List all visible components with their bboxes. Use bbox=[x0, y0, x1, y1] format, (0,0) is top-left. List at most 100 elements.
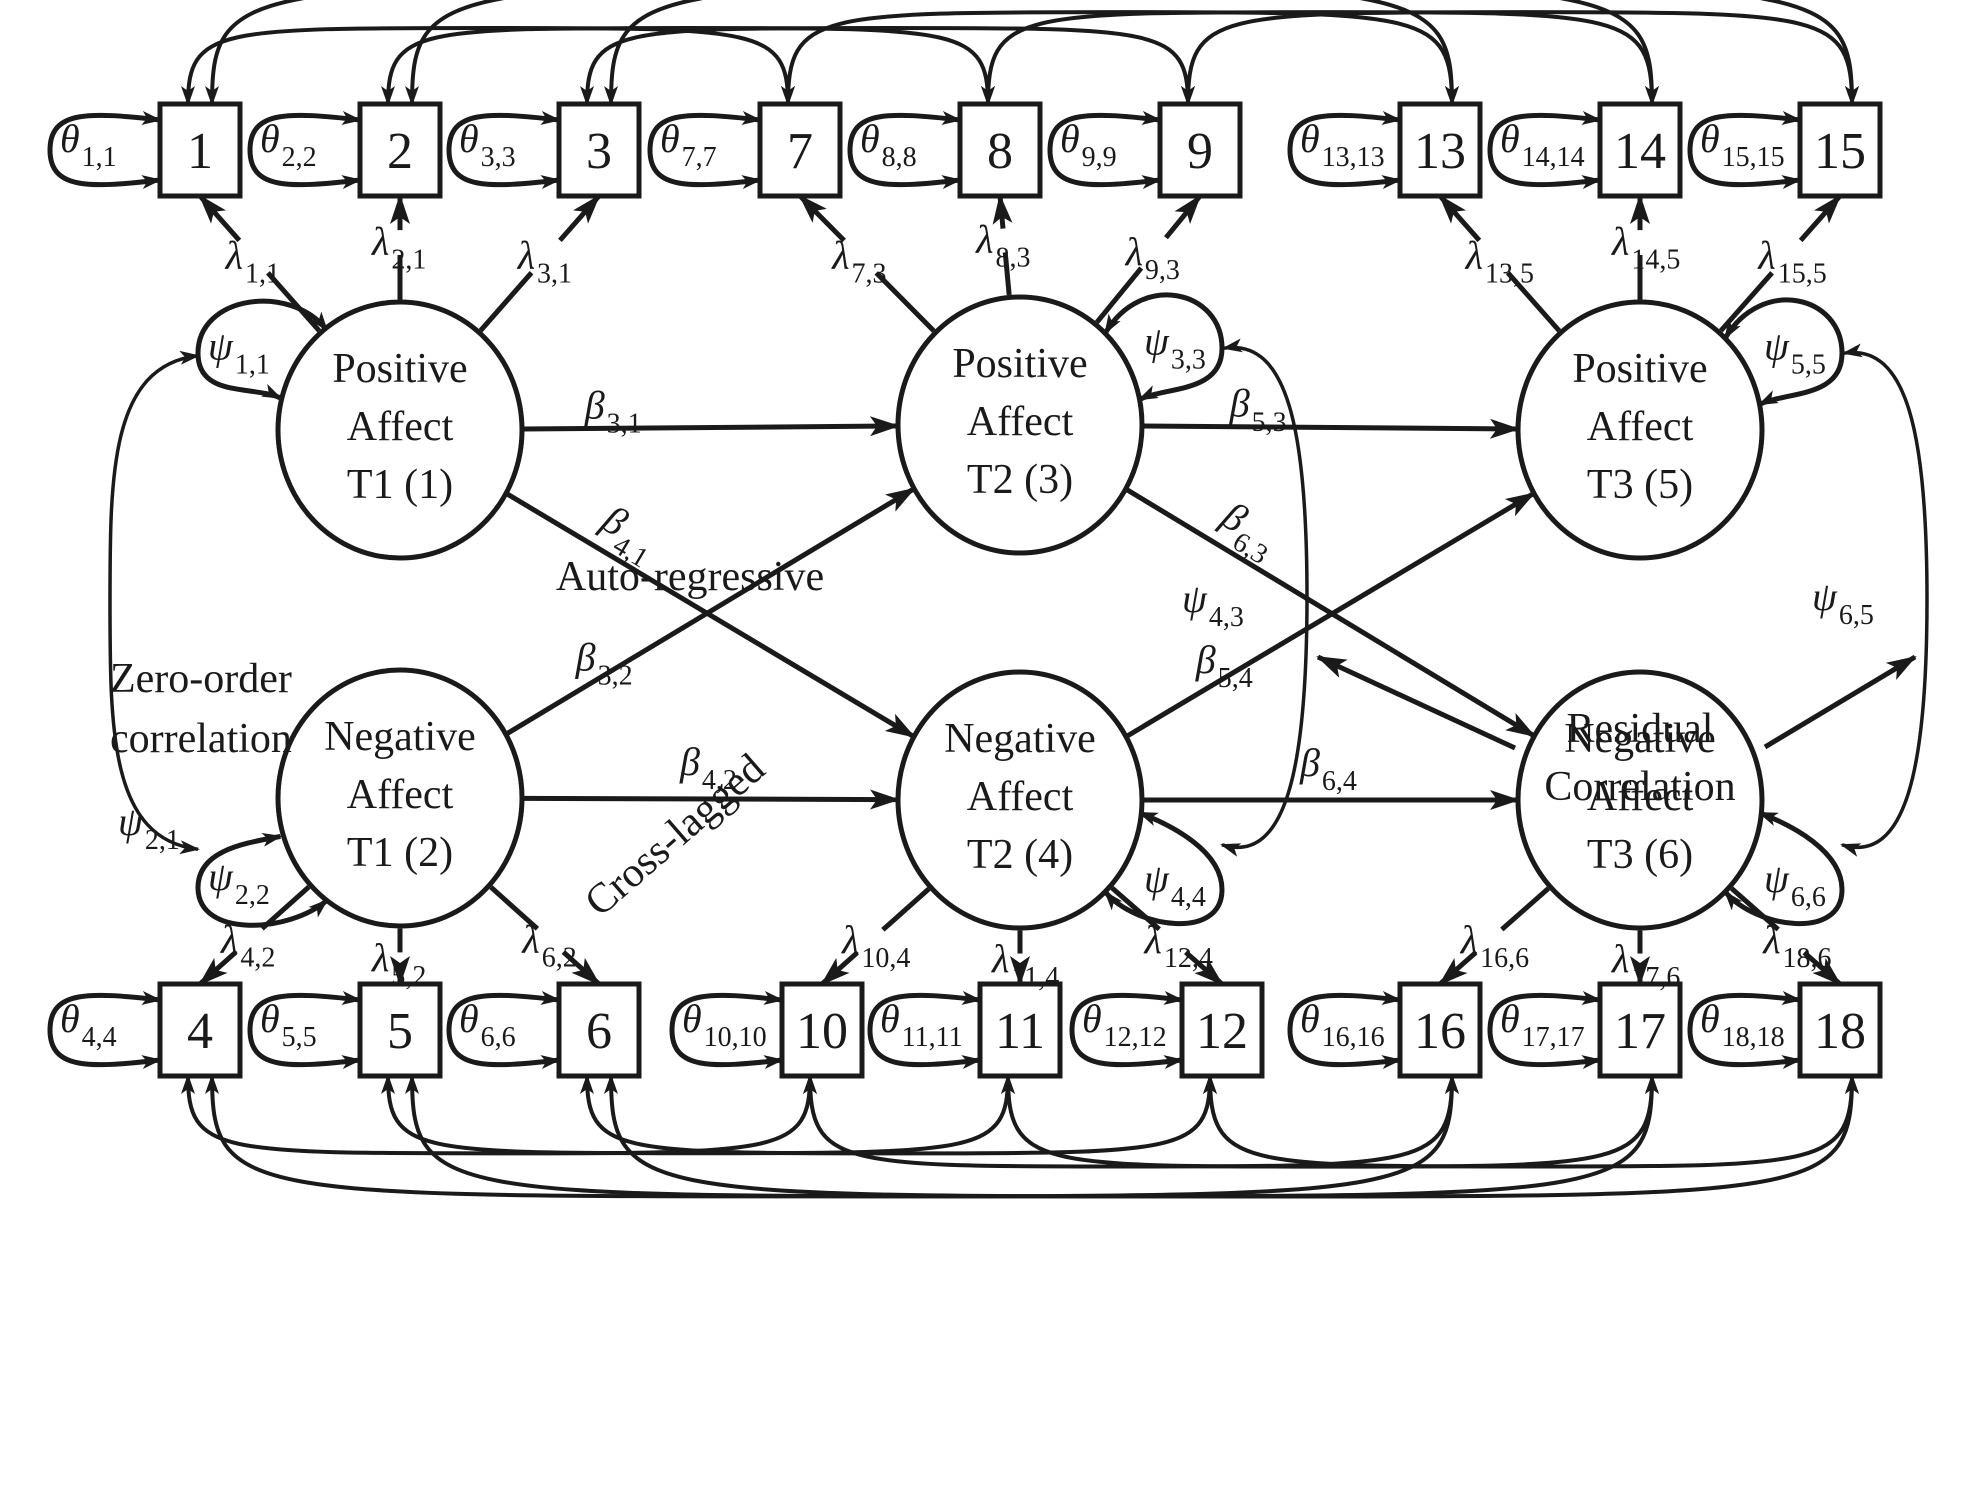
theta-label-1-subscript: 1,1 bbox=[82, 142, 117, 173]
beta-label-4-2-subscript: 4,2 bbox=[702, 765, 737, 796]
loading-line bbox=[874, 271, 936, 333]
beta-label-5-3-subscript: 5,3 bbox=[1251, 407, 1286, 438]
lambda-label-11-subscript: 11,4 bbox=[1011, 962, 1059, 993]
latent-label-line: T3 (6) bbox=[1587, 832, 1693, 878]
loading-arrow bbox=[992, 194, 1013, 229]
psi-label-1-1: ψ1,1 bbox=[208, 324, 270, 381]
theta-variance-loop bbox=[47, 991, 162, 1069]
theta-label-9-symbol: θ bbox=[1060, 116, 1080, 161]
latent-label-line: T2 (3) bbox=[967, 457, 1073, 503]
residual-correlation-label-line1: Residual bbox=[1567, 706, 1714, 752]
loading-arrow bbox=[798, 194, 846, 243]
theta-label-2-subscript: 2,2 bbox=[282, 142, 317, 173]
latent-label-line: Affect bbox=[347, 772, 454, 818]
theta-label-1: θ1,1 bbox=[60, 116, 117, 173]
lambda-label-2-subscript: 2,1 bbox=[391, 245, 426, 276]
latent-circle bbox=[275, 299, 525, 561]
theta-label-8-symbol: θ bbox=[860, 116, 880, 161]
theta-label-8-subscript: 8,8 bbox=[882, 142, 917, 173]
lambda-label-9: λ9,3 bbox=[1125, 229, 1180, 286]
indicator-label: 7 bbox=[787, 123, 813, 180]
indicator-box-4: 4 bbox=[157, 981, 243, 1079]
lambda-label-18-symbol: λ bbox=[1762, 917, 1780, 962]
theta-label-14: θ14,14 bbox=[1500, 116, 1585, 173]
theta-label-6-symbol: θ bbox=[459, 996, 479, 1041]
lambda-label-16-symbol: λ bbox=[1460, 917, 1478, 962]
indicator-rect bbox=[1797, 981, 1883, 1079]
theta-variance-loop bbox=[847, 111, 962, 189]
beta-label-5-3: β5,3 bbox=[1229, 381, 1287, 438]
indicator-box-16: 16 bbox=[1397, 981, 1483, 1079]
theta-label-5-subscript: 5,5 bbox=[282, 1022, 317, 1053]
theta-label-4-subscript: 4,4 bbox=[82, 1022, 117, 1053]
loading-arrow bbox=[1798, 194, 1842, 243]
theta-label-16: θ16,16 bbox=[1300, 996, 1385, 1053]
latent-circle bbox=[895, 669, 1145, 931]
beta-label-3-2-subscript: 3,2 bbox=[598, 660, 633, 691]
latent-label-line: Positive bbox=[952, 341, 1087, 387]
residual-pointer-left-arrow bbox=[1316, 654, 1517, 751]
indicator-rect bbox=[1597, 981, 1683, 1079]
cross-lagged-label: Cross-lagged bbox=[576, 745, 773, 925]
beta-label-6-4: β6,4 bbox=[1299, 740, 1357, 797]
lambda-label-15-symbol: λ bbox=[1757, 233, 1775, 278]
theta-label-12-subscript: 12,12 bbox=[1104, 1022, 1167, 1053]
lambda-label-5: λ5,2 bbox=[371, 935, 426, 992]
lambda-label-6-symbol: λ bbox=[521, 916, 539, 961]
psi-label-6-5-symbol: ψ bbox=[1812, 574, 1838, 619]
theta-label-16-symbol: θ bbox=[1300, 996, 1320, 1041]
residual-correlation-arc bbox=[803, 1074, 1459, 1169]
indicator-label: 4 bbox=[187, 1003, 213, 1060]
theta-variance-loop bbox=[247, 111, 362, 189]
loading-arrow bbox=[198, 950, 238, 986]
psi-label-3-3-symbol: ψ bbox=[1144, 319, 1170, 364]
theta-variance-loop bbox=[446, 991, 561, 1069]
loading-line bbox=[881, 887, 931, 932]
theta-label-14-symbol: θ bbox=[1500, 116, 1520, 161]
residual-correlation-arc bbox=[580, 25, 1195, 106]
psi-label-2-1-subscript: 2,1 bbox=[145, 825, 180, 856]
lambda-label-10: λ10,4 bbox=[841, 917, 910, 974]
loading-arrow bbox=[1802, 950, 1842, 986]
lambda-label-3-subscript: 3,1 bbox=[537, 259, 572, 290]
residual-correlation-arc bbox=[181, 25, 795, 106]
lambda-label-2-symbol: λ bbox=[371, 219, 389, 264]
loading-arrow bbox=[1184, 950, 1224, 986]
indicator-box-18: 18 bbox=[1797, 981, 1883, 1079]
psi-label-5-5-symbol: ψ bbox=[1764, 324, 1790, 369]
latent-circle bbox=[1515, 299, 1765, 561]
psi-label-4-3: ψ4,3 bbox=[1182, 576, 1244, 633]
lambda-label-17-symbol: λ bbox=[1611, 936, 1629, 981]
structural-path-layer bbox=[47, 111, 1929, 1069]
indicator-rect bbox=[1157, 101, 1243, 199]
latent-label-line: T3 (5) bbox=[1587, 462, 1693, 508]
lambda-label-11-symbol: λ bbox=[991, 936, 1009, 981]
residual-correlation-arc bbox=[781, 10, 1459, 106]
psi-covariance-4-3 bbox=[1220, 338, 1309, 857]
indicator-rect bbox=[157, 101, 243, 199]
theta-label-3-symbol: θ bbox=[459, 116, 479, 161]
lambda-label-8-subscript: 8,3 bbox=[995, 243, 1030, 274]
lambda-label-4: λ4,2 bbox=[220, 916, 275, 973]
latent-label-line: Negative bbox=[324, 714, 476, 760]
theta-variance-loop bbox=[47, 111, 162, 189]
latent-circle bbox=[275, 667, 525, 929]
residual-correlation-arc bbox=[205, 0, 1459, 106]
loading-arrow bbox=[198, 194, 242, 243]
indicator-label: 11 bbox=[995, 1003, 1045, 1060]
zero-order-label-line1: Zero-order bbox=[110, 656, 292, 702]
indicator-label: 2 bbox=[387, 123, 413, 180]
auto-regressive-label: Auto-regressive bbox=[556, 554, 824, 600]
theta-variance-loop bbox=[647, 111, 762, 189]
psi-variance-loop-4 bbox=[1103, 810, 1225, 927]
indicator-box-6: 6 bbox=[556, 981, 642, 1079]
indicator-box-15: 15 bbox=[1797, 101, 1883, 199]
psi-label-5-5-subscript: 5,5 bbox=[1791, 350, 1826, 381]
indicator-box-5: 5 bbox=[357, 981, 443, 1079]
path-beta-3-2 bbox=[504, 486, 916, 737]
path-beta-3-1 bbox=[521, 416, 901, 437]
indicator-rect bbox=[1397, 101, 1483, 199]
